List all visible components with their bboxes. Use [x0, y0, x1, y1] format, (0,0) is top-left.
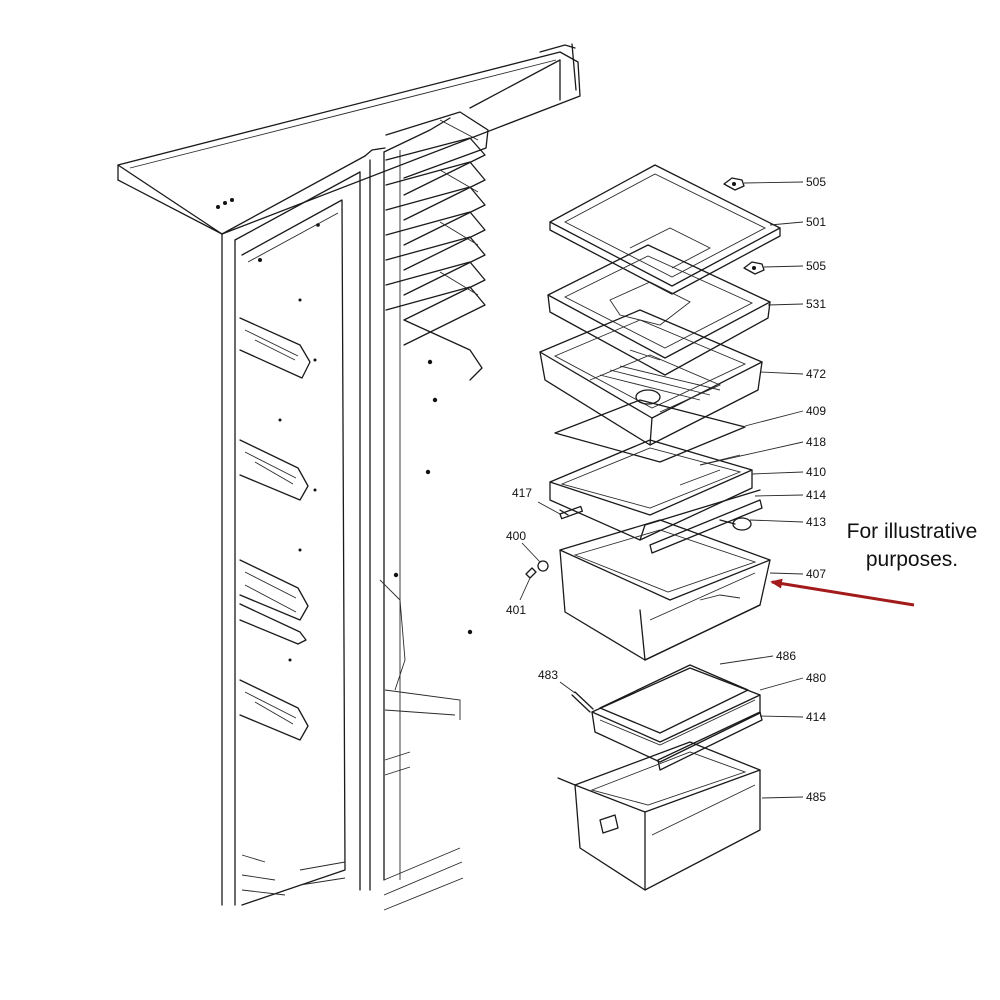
refrigerator-cabinet: [117, 43, 581, 911]
part-505-clip-lower: [743, 261, 765, 275]
part-485-drawer: [557, 741, 761, 891]
part-401-clip: [525, 567, 537, 579]
label-410: 410: [806, 465, 826, 479]
illustrative-note: For illustrative purposes.: [832, 518, 992, 574]
label-414: 414: [806, 710, 826, 724]
label-409: 409: [806, 404, 826, 418]
label-505: 505: [806, 259, 826, 273]
label-480: 480: [806, 671, 826, 685]
part-number-labels: 505 501 505 531 472 409 418 410 414 413 …: [506, 175, 826, 804]
label-472: 472: [806, 367, 826, 381]
label-417: 417: [512, 486, 532, 500]
freezer-shelf: [239, 439, 309, 501]
part-501-shelf-frame: [549, 164, 781, 295]
label-485: 485: [806, 790, 826, 804]
label-486: 486: [776, 649, 796, 663]
label-501: 501: [806, 215, 826, 229]
illustrative-note-line1: For illustrative: [846, 520, 978, 543]
part-400-screw: [537, 560, 549, 572]
label-418: 418: [806, 435, 826, 449]
part-531-cover: [547, 244, 771, 376]
part-407-crisper-drawer: [559, 519, 771, 661]
freezer-shelf: [239, 679, 309, 741]
part-413-knob: [719, 517, 752, 531]
part-483-rod: [571, 691, 594, 713]
door-bin-stack: [385, 111, 489, 381]
part-472-pan: [539, 309, 763, 446]
label-400: 400: [506, 529, 526, 543]
part-480-cover: [591, 667, 763, 771]
part-505-clip-top: [723, 177, 745, 191]
part-410-frame: [549, 439, 763, 554]
label-414: 414: [806, 488, 826, 502]
freezer-shelf: [239, 559, 309, 645]
label-407: 407: [806, 567, 826, 581]
label-483: 483: [538, 668, 558, 682]
freezer-shelf: [239, 317, 311, 379]
label-505: 505: [806, 175, 826, 189]
label-401: 401: [506, 603, 526, 617]
label-531: 531: [806, 297, 826, 311]
leader-lines: [519, 181, 804, 799]
label-413: 413: [806, 515, 826, 529]
part-409-glass: [554, 399, 746, 463]
part-417-rod: [559, 505, 584, 520]
callout-arrow: [770, 578, 915, 607]
illustrative-note-line2: purposes.: [865, 548, 959, 571]
